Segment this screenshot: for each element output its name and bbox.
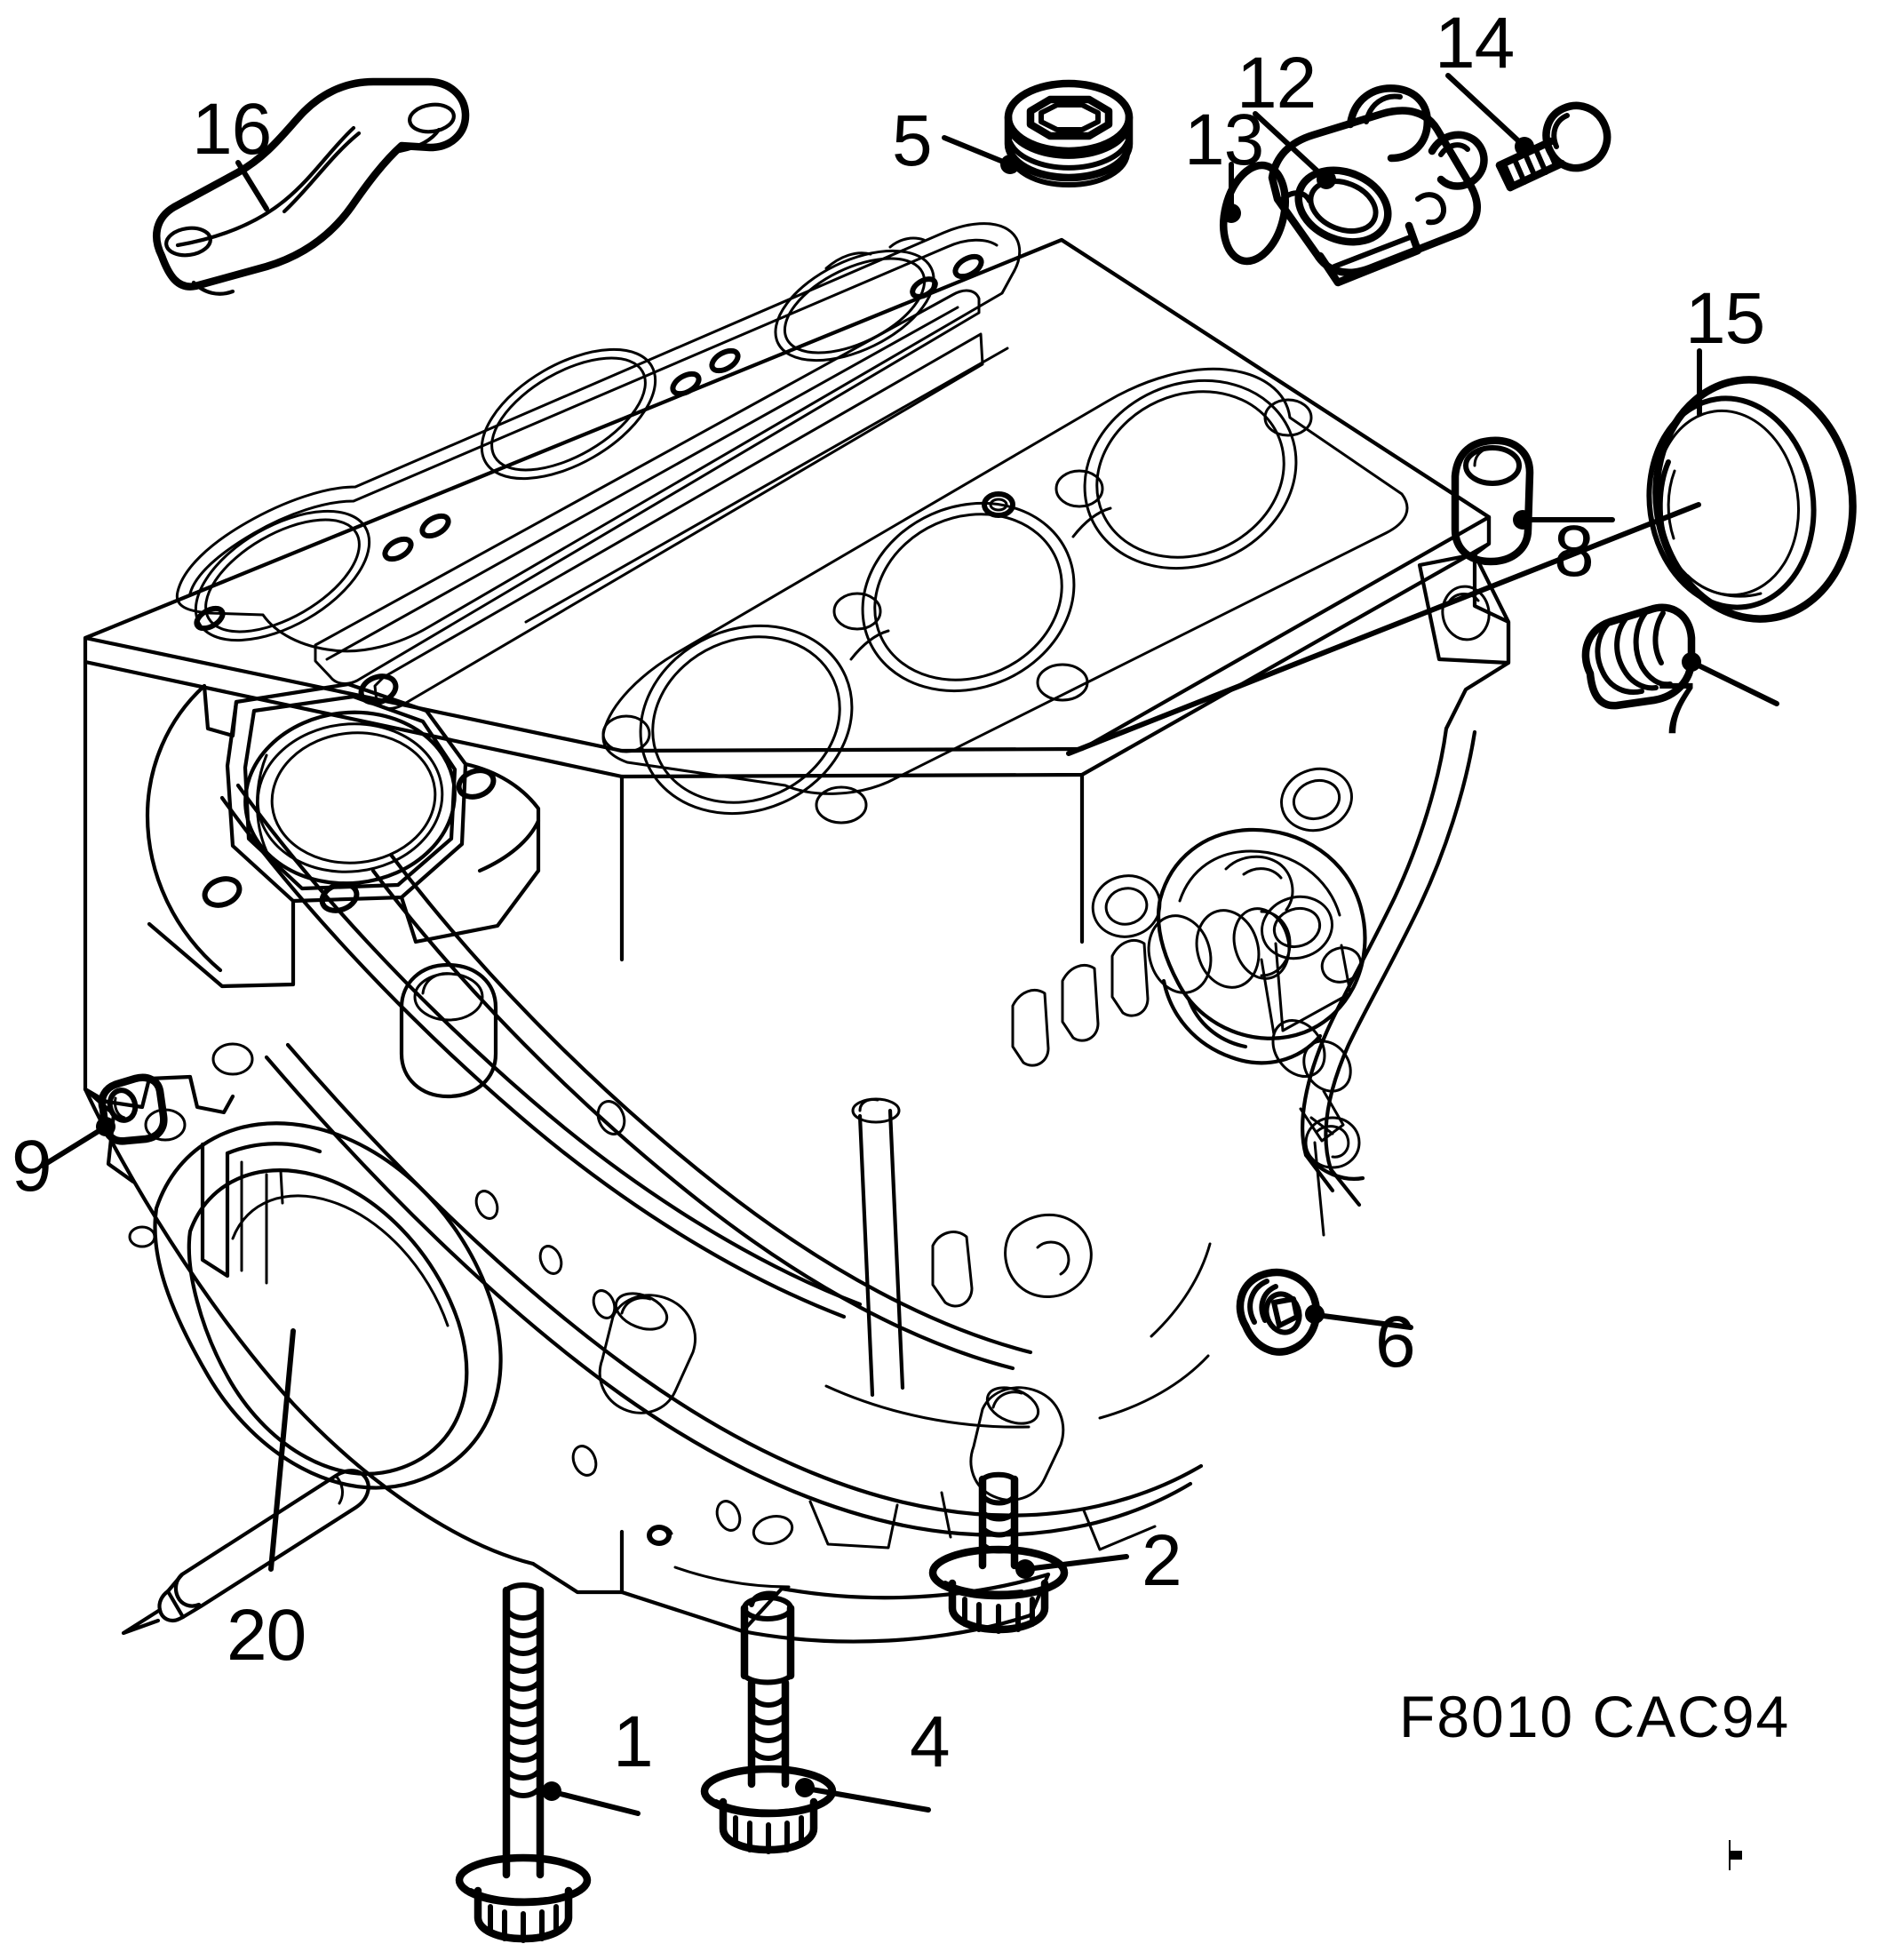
callout-13: 13	[1184, 100, 1264, 180]
callout-2: 2	[1142, 1520, 1182, 1601]
callout-5: 5	[892, 100, 933, 181]
registration-mark	[1729, 1840, 1742, 1870]
callout-6: 6	[1375, 1302, 1416, 1382]
rear-main-seal-bore	[153, 1121, 503, 1490]
callout-16: 16	[192, 89, 272, 170]
leader-lines	[40, 73, 1779, 1816]
far-bank-deck	[175, 222, 1022, 653]
part-7-threaded-plug-small	[1581, 603, 1696, 710]
part-2-flange-bolt	[928, 1471, 1069, 1634]
callout-7: 7	[1656, 668, 1697, 749]
callout-12: 12	[1237, 43, 1317, 123]
block-front-wall	[1079, 726, 1477, 1207]
engine-cylinder-block	[83, 222, 1511, 1644]
callout-8: 8	[1554, 511, 1595, 592]
front-cover-bore	[145, 673, 541, 989]
callout-20: 20	[227, 1595, 306, 1676]
part-4-shoulder-bolt-short	[700, 1590, 837, 1854]
part-12-thermostat-housing	[1268, 84, 1488, 287]
part-5-threaded-plug-large	[1004, 79, 1134, 187]
oil-sender-boss	[1091, 827, 1367, 1237]
part-15-rear-crank-seal	[1646, 376, 1857, 623]
part-1-head-bolt-long	[455, 1582, 592, 1943]
callout-4: 4	[910, 1701, 951, 1782]
part-16-lifting-bracket	[153, 77, 470, 296]
near-bank-deck	[601, 367, 1409, 825]
part-20-sealant-tube	[121, 1469, 370, 1636]
callout-9: 9	[12, 1126, 52, 1207]
callout-14: 14	[1435, 3, 1515, 84]
callout-15: 15	[1685, 278, 1765, 359]
part-6-cup-plug	[1236, 1268, 1321, 1356]
callout-1: 1	[613, 1701, 654, 1782]
block-near-side-wall	[83, 659, 1367, 1644]
part-9-dowel-pin	[98, 1073, 168, 1145]
drawing-caption: F8010 CAC94	[1399, 1684, 1791, 1749]
block-right-end-face	[1417, 514, 1511, 731]
